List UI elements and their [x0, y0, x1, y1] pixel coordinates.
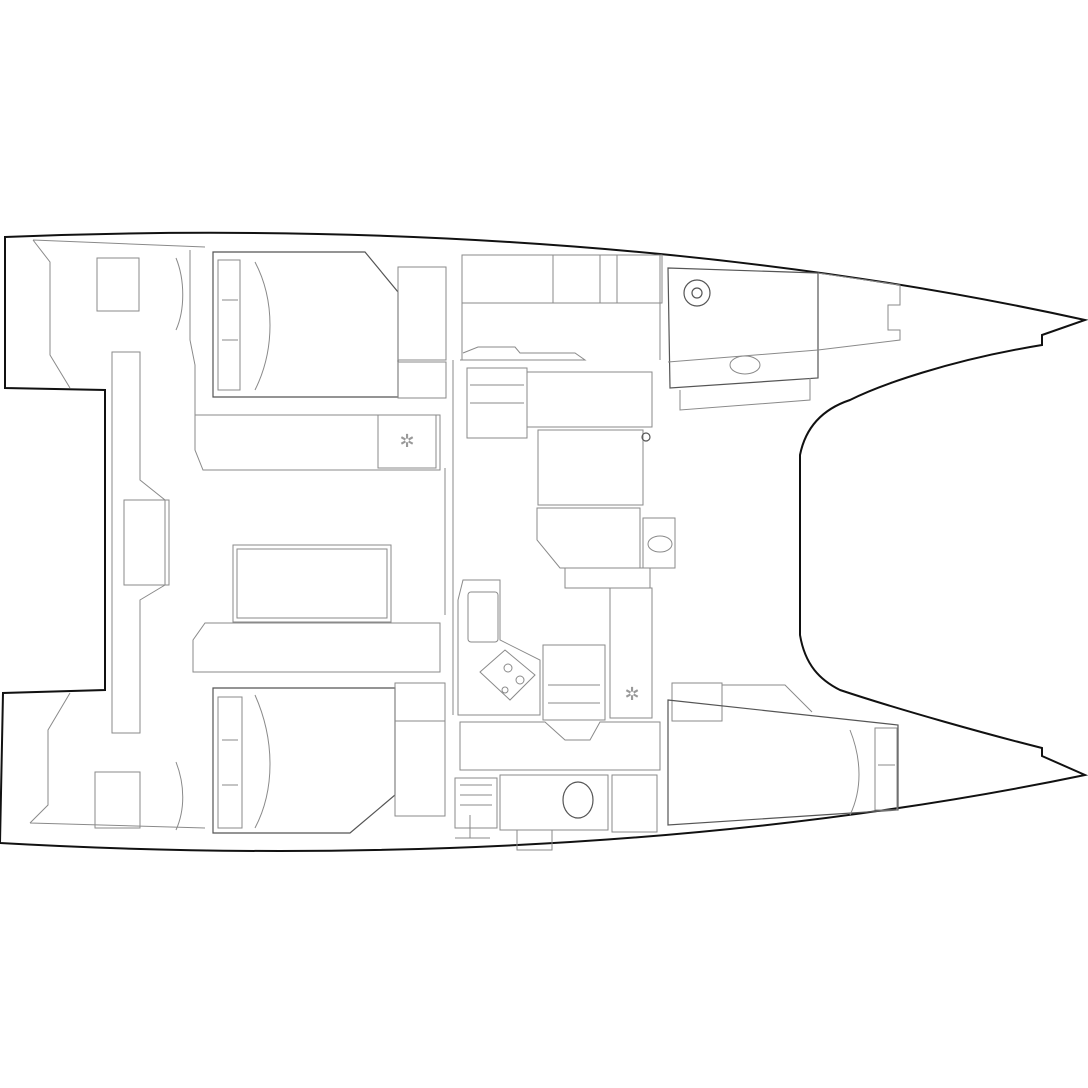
saloon-settee [192, 622, 441, 673]
plan-line [254, 694, 271, 829]
port-aft-shelf [397, 361, 447, 399]
plan-line [29, 692, 206, 829]
starboard-transom-locker [94, 771, 141, 829]
windlass-icon [683, 279, 711, 307]
chart-table [460, 346, 676, 589]
plan-line [459, 721, 661, 771]
saloon: ✲ [189, 250, 454, 715]
plan-line [394, 682, 446, 722]
plan-line [691, 287, 703, 299]
plan-line [667, 684, 813, 825]
plan-line [32, 239, 206, 389]
step-locker [642, 517, 676, 569]
plan-line [874, 727, 898, 811]
plan-line [189, 250, 441, 471]
plan-line [470, 384, 524, 404]
plan-line [817, 272, 901, 351]
snowflake-icon-2: ✲ [624, 684, 639, 704]
head-toilet [729, 355, 761, 375]
plan-line [849, 729, 860, 816]
starboard-forward-bed [667, 699, 899, 826]
plan-line [611, 774, 658, 833]
saloon-sofa [526, 371, 653, 428]
port-transom-locker [96, 257, 140, 312]
starboard-aft-bed [212, 687, 396, 834]
plan-line [461, 303, 661, 360]
aft-cockpit [29, 239, 206, 831]
galley: ✲ [457, 579, 653, 721]
hull-outline [0, 231, 1088, 852]
plan-line [501, 686, 509, 694]
plan-line [217, 696, 243, 829]
snowflake-icon: ✲ [399, 431, 414, 451]
plan-line [552, 255, 601, 303]
plan-line [217, 259, 241, 391]
washbasin [516, 829, 553, 851]
galley-sink [467, 591, 499, 643]
plan-line [536, 507, 641, 569]
starboard-forward-cabin [454, 682, 899, 851]
plan-line [671, 682, 723, 722]
forepeak-bed [667, 267, 819, 389]
plan-line [641, 432, 651, 442]
plan-line [503, 663, 513, 673]
cockpit-bench [111, 351, 166, 734]
head-compartment [499, 774, 609, 831]
saloon-table [232, 544, 392, 623]
aft-locker-port [377, 414, 437, 469]
galley-cooktop [479, 649, 536, 701]
plan-line [254, 261, 271, 391]
plan-line [455, 784, 492, 839]
plan-line [515, 675, 525, 685]
port-aft-bed [212, 251, 399, 398]
plan-line [394, 720, 446, 817]
plan-line [667, 349, 819, 411]
toilet [562, 781, 594, 819]
shower [454, 777, 498, 829]
port-aft-cabin [212, 251, 447, 399]
starboard-aft-cabin [212, 682, 446, 834]
port-forward-cabin [461, 254, 901, 411]
galley-locker [542, 644, 606, 721]
plan-line [461, 254, 661, 304]
plan-line [397, 266, 447, 361]
plan-line [444, 360, 454, 715]
plan-line [236, 548, 388, 619]
plan-line [460, 346, 587, 361]
sofa-cushion [537, 429, 644, 506]
plan-line [175, 257, 184, 831]
plan-line [564, 567, 651, 589]
plan-line [548, 684, 600, 704]
plan-line [647, 535, 673, 553]
cockpit-table [123, 499, 170, 586]
plan-line [616, 254, 663, 304]
plan-line [457, 579, 541, 716]
